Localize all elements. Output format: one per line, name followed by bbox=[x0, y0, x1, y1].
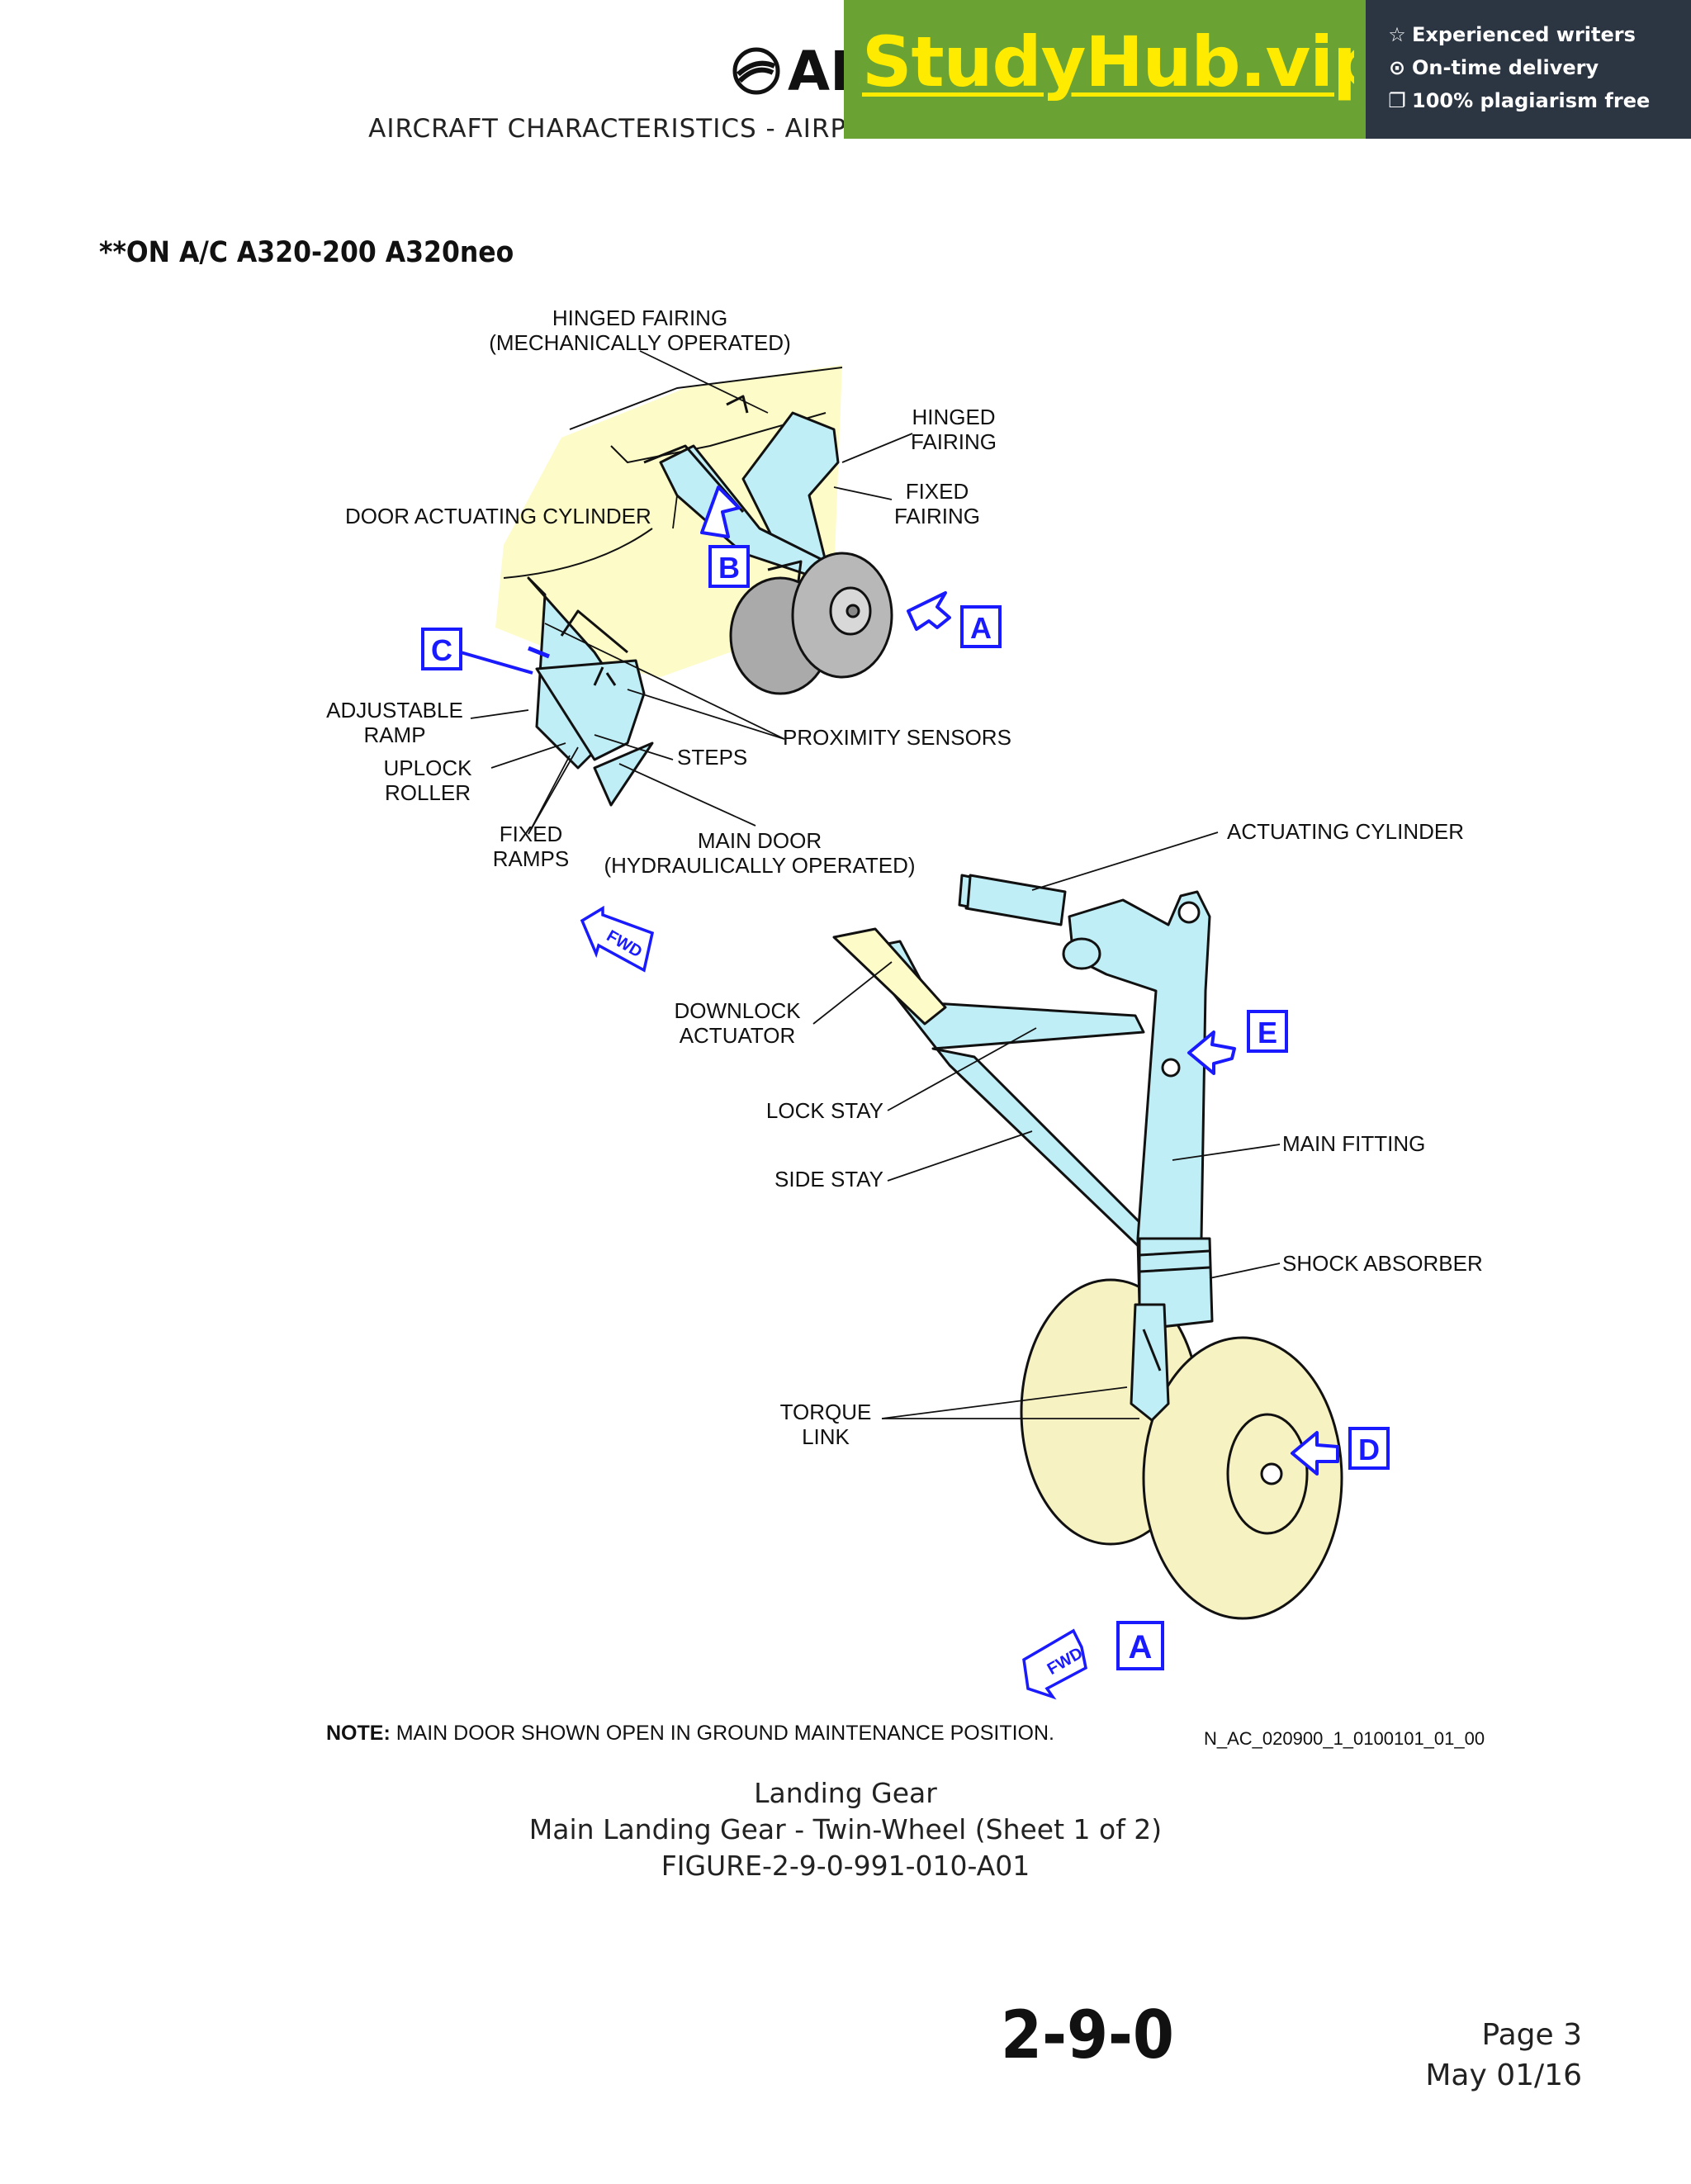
label-main-fitting: MAIN FITTING bbox=[1282, 1131, 1426, 1156]
star-icon: ☆ bbox=[1388, 23, 1406, 46]
callout-e: E bbox=[1258, 1016, 1277, 1049]
banner-features: ☆ Experienced writers ⊙ On-time delivery… bbox=[1366, 0, 1691, 139]
label-main-door: MAIN DOOR (HYDRAULICALLY OPERATED) bbox=[604, 828, 916, 878]
caption-subtitle: Main Landing Gear - Twin-Wheel (Sheet 1 … bbox=[528, 1813, 1163, 1845]
feature-item: ⊙ On-time delivery bbox=[1389, 56, 1599, 79]
callout-box-c bbox=[421, 628, 462, 670]
feature-label: 100% plagiarism free bbox=[1412, 89, 1651, 112]
fwd-arrow-lower: FWD bbox=[1022, 1628, 1087, 1700]
callout-box-a1 bbox=[960, 605, 1002, 648]
feature-label: On-time delivery bbox=[1412, 56, 1599, 79]
callout-box-a2 bbox=[1116, 1621, 1164, 1670]
label-uplock-roller: UPLOCK ROLLER bbox=[383, 756, 472, 805]
feature-item: ❐ 100% plagiarism free bbox=[1388, 89, 1651, 112]
feature-item: ☆ Experienced writers bbox=[1388, 23, 1636, 46]
label-fixed-fairing: FIXED FAIRING bbox=[893, 479, 980, 528]
callout-boxes bbox=[421, 545, 1390, 1670]
figure-note: NOTE: MAIN DOOR SHOWN OPEN IN GROUND MAI… bbox=[326, 1722, 1054, 1746]
revision-date: May 01/16 bbox=[1425, 2058, 1582, 2092]
label-downlock-actuator: DOWNLOCK ACTUATOR bbox=[674, 998, 801, 1048]
applicability-line: **ON A/C A320-200 A320neo bbox=[99, 236, 514, 269]
feature-label: Experienced writers bbox=[1412, 23, 1636, 46]
studyhub-banner[interactable]: StudyHub.vip bbox=[844, 0, 1382, 139]
label-steps: STEPS bbox=[677, 745, 748, 770]
callout-arrows bbox=[528, 486, 1339, 1476]
label-hinged-fairing-mech: HINGED FAIRING (MECHANICALLY OPERATED) bbox=[489, 306, 791, 355]
callout-d: D bbox=[1358, 1433, 1380, 1466]
caption-figure-id: FIGURE-2-9-0-991-010-A01 bbox=[661, 1850, 1030, 1882]
figure-reference-code: N_AC_020900_1_0100101_01_00 bbox=[1204, 1728, 1485, 1749]
callout-box-d bbox=[1348, 1427, 1390, 1470]
label-door-actuating-cylinder: DOOR ACTUATING CYLINDER bbox=[345, 504, 651, 528]
label-torque-link: TORQUE LINK bbox=[779, 1400, 872, 1449]
callout-b: B bbox=[718, 551, 740, 585]
main-gear-illustration bbox=[832, 874, 1343, 1620]
callout-a1: A bbox=[970, 611, 992, 645]
logo-text: AI bbox=[788, 40, 850, 103]
label-lock-stay: LOCK STAY bbox=[765, 1098, 883, 1123]
callout-a2: A bbox=[1129, 1629, 1153, 1665]
caption-title: Landing Gear bbox=[754, 1777, 937, 1809]
upper-wheel-pair bbox=[729, 552, 893, 695]
note-label: NOTE: bbox=[326, 1722, 391, 1745]
studyhub-brand-link[interactable]: StudyHub.vip bbox=[862, 21, 1382, 102]
copy-icon: ❐ bbox=[1388, 89, 1406, 112]
fwd-arrow-upper: FWD bbox=[580, 905, 655, 973]
label-actuating-cylinder: ACTUATING CYLINDER bbox=[1227, 819, 1464, 844]
section-number: 2-9-0 bbox=[1001, 1997, 1174, 2073]
clock-icon: ⊙ bbox=[1388, 56, 1406, 79]
airbus-logo: AI bbox=[732, 40, 850, 103]
label-adjustable-ramp: ADJUSTABLE RAMP bbox=[326, 698, 463, 747]
callout-c: C bbox=[431, 633, 452, 667]
label-hinged-fairing: HINGED FAIRING bbox=[910, 405, 997, 454]
label-side-stay: SIDE STAY bbox=[774, 1167, 883, 1191]
callout-box-e bbox=[1247, 1010, 1288, 1053]
page-number: Page 3 bbox=[1481, 2018, 1583, 2052]
leader-lines bbox=[470, 350, 1281, 1419]
note-text: MAIN DOOR SHOWN OPEN IN GROUND MAINTENAN… bbox=[396, 1722, 1054, 1745]
label-fixed-ramps: FIXED RAMPS bbox=[492, 822, 570, 871]
label-proximity-sensors: PROXIMITY SENSORS bbox=[783, 725, 1011, 750]
airbus-logo-icon bbox=[732, 47, 780, 95]
callout-box-b bbox=[708, 545, 750, 588]
label-shock-absorber: SHOCK ABSORBER bbox=[1282, 1251, 1483, 1276]
